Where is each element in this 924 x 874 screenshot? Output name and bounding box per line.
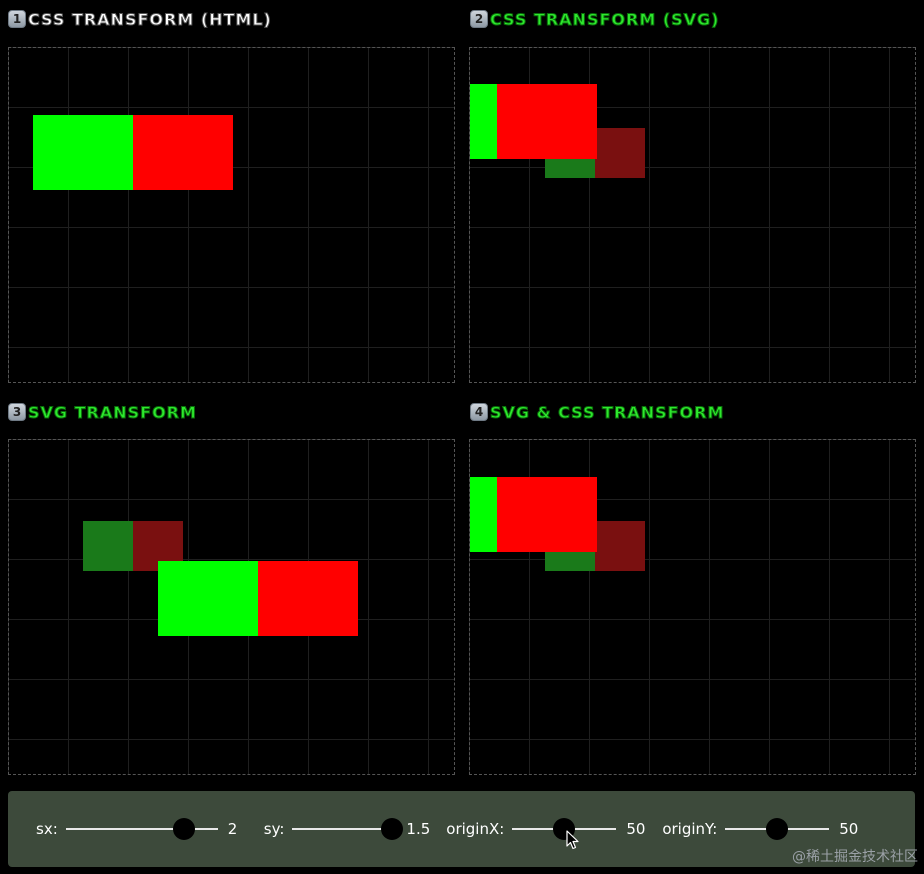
- sy-label: sy:: [263, 820, 285, 838]
- control-sy: sy: 1.5: [263, 817, 431, 841]
- originy-value: 50: [839, 820, 859, 838]
- panel-title-2: 2 CSS TRANSFORM (SVG): [470, 8, 719, 30]
- slider-thumb[interactable]: [381, 818, 404, 840]
- originx-value: 50: [626, 820, 646, 838]
- red-rect: [258, 561, 358, 636]
- stage-svg-css-transform: [469, 439, 916, 775]
- originy-slider[interactable]: [725, 817, 830, 841]
- slider-track: [292, 828, 397, 830]
- originx-slider[interactable]: [512, 817, 617, 841]
- originx-label: originX:: [446, 820, 505, 838]
- mouse-cursor-icon: [566, 830, 579, 850]
- green-rect: [470, 84, 497, 159]
- stage-svg-transform: [8, 439, 455, 775]
- panel-title-2-text: CSS TRANSFORM (SVG): [489, 9, 720, 29]
- panel-title-1-text: CSS TRANSFORM (HTML): [28, 9, 272, 29]
- control-originx: originX: 50: [446, 817, 646, 841]
- green-rect: [33, 115, 133, 190]
- red-rect: [497, 84, 597, 159]
- number-badge-4: 4: [470, 403, 488, 421]
- slider-track: [65, 828, 218, 830]
- sx-label: sx:: [36, 820, 58, 838]
- number-badge-2: 2: [470, 10, 488, 28]
- stage-css-transform-svg: [469, 47, 916, 383]
- stage-css-transform-html: [8, 47, 455, 383]
- sx-slider[interactable]: [65, 817, 218, 841]
- number-badge-1: 1: [8, 10, 26, 28]
- original-red-rect: [595, 128, 645, 178]
- control-originy: originY: 50: [662, 817, 859, 841]
- red-rect: [133, 115, 233, 190]
- sx-value: 2: [227, 820, 238, 838]
- red-rect: [497, 477, 597, 552]
- panel-title-1: 1 CSS TRANSFORM (HTML): [8, 8, 272, 30]
- panel-title-4-text: SVG & CSS TRANSFORM: [489, 402, 725, 422]
- panel-title-3-text: SVG TRANSFORM: [28, 402, 197, 422]
- sy-slider[interactable]: [292, 817, 404, 841]
- green-rect: [470, 477, 497, 552]
- control-sx: sx: 2: [36, 817, 248, 841]
- watermark: @稀土掘金技术社区: [792, 849, 918, 865]
- green-rect: [158, 561, 258, 636]
- panel-title-3: 3 SVG TRANSFORM: [8, 401, 197, 423]
- panel-title-4: 4 SVG & CSS TRANSFORM: [470, 401, 724, 423]
- original-green-rect: [83, 521, 133, 571]
- number-badge-3: 3: [8, 403, 26, 421]
- originy-label: originY:: [662, 820, 718, 838]
- transform-controls: sx: 2 sy: 1.5 originX: 50 originY:: [8, 791, 915, 867]
- slider-thumb[interactable]: [173, 818, 196, 840]
- slider-thumb[interactable]: [766, 818, 789, 840]
- sy-value: 1.5: [406, 820, 431, 838]
- original-red-rect: [595, 521, 645, 571]
